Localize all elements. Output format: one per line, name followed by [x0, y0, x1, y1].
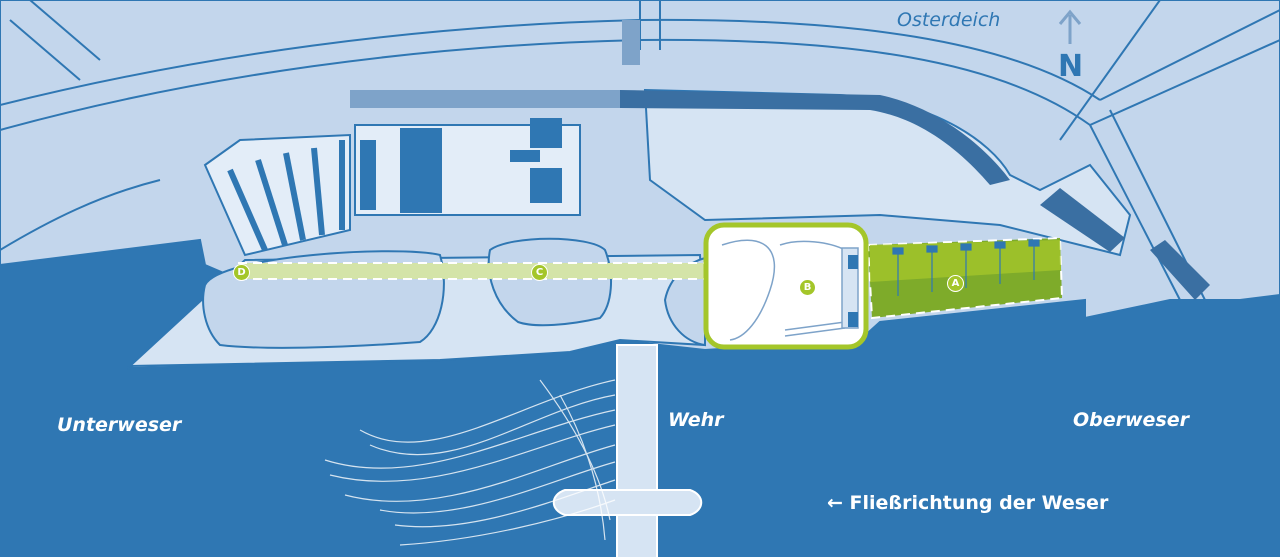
water-label-oberweser: Oberweser — [1073, 409, 1190, 431]
area-a-outline — [866, 236, 1064, 320]
lock-structure — [203, 118, 581, 257]
route-band-dc — [238, 263, 708, 279]
flow-direction-label: ← Fließrichtung der Weser — [827, 492, 1109, 514]
water-flow-lines — [324, 379, 616, 546]
marker-b[interactable]: B — [799, 279, 816, 296]
north-arrow-icon — [1058, 9, 1082, 44]
street-label-osterdeich: Osterdeich — [897, 9, 1001, 31]
weir-pier — [552, 344, 703, 557]
area-b-details — [721, 239, 859, 341]
weir-label: Wehr — [668, 409, 724, 431]
marker-c[interactable]: C — [531, 264, 548, 281]
embankment-stairs — [350, 20, 1210, 300]
area-a-bays — [892, 239, 1040, 296]
marker-a[interactable]: A — [947, 275, 964, 292]
marker-d[interactable]: D — [233, 264, 250, 281]
area-b-highlight — [703, 222, 869, 350]
north-label: N — [1058, 49, 1084, 84]
water-label-unterweser: Unterweser — [57, 414, 182, 436]
